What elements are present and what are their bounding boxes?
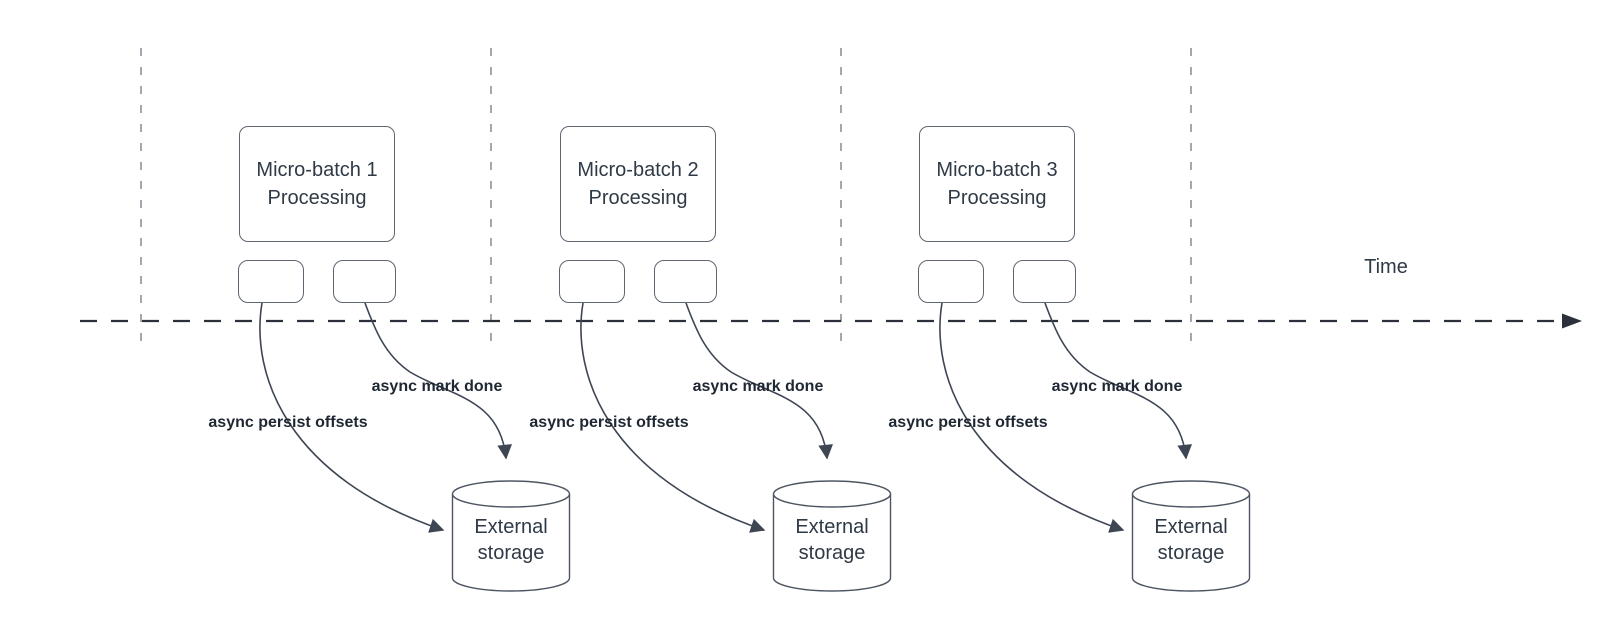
persist-offsets-annotation: async persist offsets: [208, 414, 368, 431]
storage-cylinder-top: [451, 480, 571, 508]
external-storage-label: External storage: [795, 516, 869, 564]
persist-offsets-task-box: [238, 260, 304, 303]
storage-cylinder-body: [451, 494, 571, 592]
persist-offsets-annotation: async persist offsets: [888, 414, 1048, 431]
connector-group-1: [259, 302, 571, 592]
mark-done-arrow: [1044, 302, 1192, 460]
mark-done-annotation: async mark done: [692, 378, 824, 395]
micro-batch-2-processing-box: Micro-batch 2 Processing: [560, 126, 716, 242]
mark-done-annotation: async mark done: [371, 378, 503, 395]
persist-offsets-arrow: [939, 302, 1125, 533]
storage-cylinder-body: [772, 494, 892, 592]
micro-batch-2-processing-label: Micro-batch 2 Processing: [577, 159, 699, 209]
micro-batch-1-processing-box: Micro-batch 1 Processing: [239, 126, 395, 242]
persist-offsets-arrow: [580, 302, 766, 533]
time-axis-arrowhead-icon: [1562, 313, 1582, 329]
connector-group-3: [939, 302, 1251, 592]
persist-offsets-task-box: [918, 260, 984, 303]
mark-done-task-box: [1013, 260, 1076, 303]
mark-done-task-box: [654, 260, 717, 303]
storage-cylinder-top: [1131, 480, 1251, 508]
mark-done-arrow: [364, 302, 512, 460]
connector-group-2: [580, 302, 892, 592]
time-axis-label: Time: [1364, 256, 1408, 278]
persist-offsets-task-box: [559, 260, 625, 303]
micro-batch-3-processing-box: Micro-batch 3 Processing: [919, 126, 1075, 242]
micro-batch-3-processing-label: Micro-batch 3 Processing: [936, 159, 1058, 209]
mark-done-annotation: async mark done: [1051, 378, 1183, 395]
mark-done-arrow: [685, 302, 833, 460]
mark-done-task-box: [333, 260, 396, 303]
persist-offsets-arrow: [259, 302, 445, 533]
persist-offsets-annotation: async persist offsets: [529, 414, 689, 431]
storage-cylinder-body: [1131, 494, 1251, 592]
micro-batch-1-processing-label: Micro-batch 1 Processing: [256, 159, 378, 209]
external-storage-label: External storage: [1154, 516, 1228, 564]
storage-cylinder-top: [772, 480, 892, 508]
external-storage-label: External storage: [474, 516, 548, 564]
